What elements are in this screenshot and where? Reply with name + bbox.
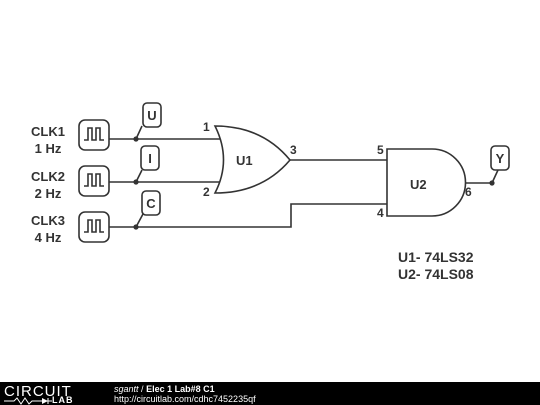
author-link[interactable]: sgantt [114,384,139,394]
junction-u [133,136,139,142]
junction-i [133,179,139,185]
probe-box-y[interactable] [490,145,510,171]
junction-c [133,224,139,230]
wire-clk3 [109,203,387,228]
logo-lab-text: LAB [52,395,74,405]
gate-label-u1: U1 [236,153,253,168]
pin-2: 2 [203,185,210,199]
parts-list: U1- 74LS32 U2- 74LS08 [398,249,473,283]
probe-label-y: Y [495,151,505,166]
footer-bar: CIRCUIT LAB sgantt / Elec 1 Lab#8 C1 htt… [0,382,540,405]
or-gate-u1[interactable] [213,125,292,194]
probe-label-i: I [148,151,152,166]
probe-box-u[interactable] [142,102,162,128]
probe-label-u: U [147,108,157,123]
clock-source-clk2[interactable] [78,165,110,197]
and-gate-u2[interactable] [386,148,467,217]
gate-label-u2: U2 [410,177,427,192]
part-u2: U2- 74LS08 [398,266,474,282]
pin-5: 5 [377,143,384,157]
clock-source-clk1[interactable] [78,119,110,151]
pin-4: 4 [377,206,384,220]
pin-3: 3 [290,143,297,157]
circuit-url[interactable]: http://circuitlab.com/cdhc7452235qf [114,394,256,404]
junction-y [489,180,495,186]
probe-label-c: C [146,196,156,211]
probe-box-i[interactable] [140,145,160,171]
probe-box-c[interactable] [141,190,161,216]
logo-resistor-icon [4,397,52,405]
pin-6: 6 [465,185,472,199]
clock-source-clk3[interactable] [78,211,110,243]
circuitlab-logo[interactable]: CIRCUIT [4,383,72,400]
breadcrumb: sgantt / Elec 1 Lab#8 C1 [114,384,215,394]
part-u1: U1- 74LS32 [398,249,474,265]
pin-1: 1 [203,120,210,134]
circuit-title[interactable]: Elec 1 Lab#8 C1 [146,384,215,394]
breadcrumb-separator: / [141,384,147,394]
